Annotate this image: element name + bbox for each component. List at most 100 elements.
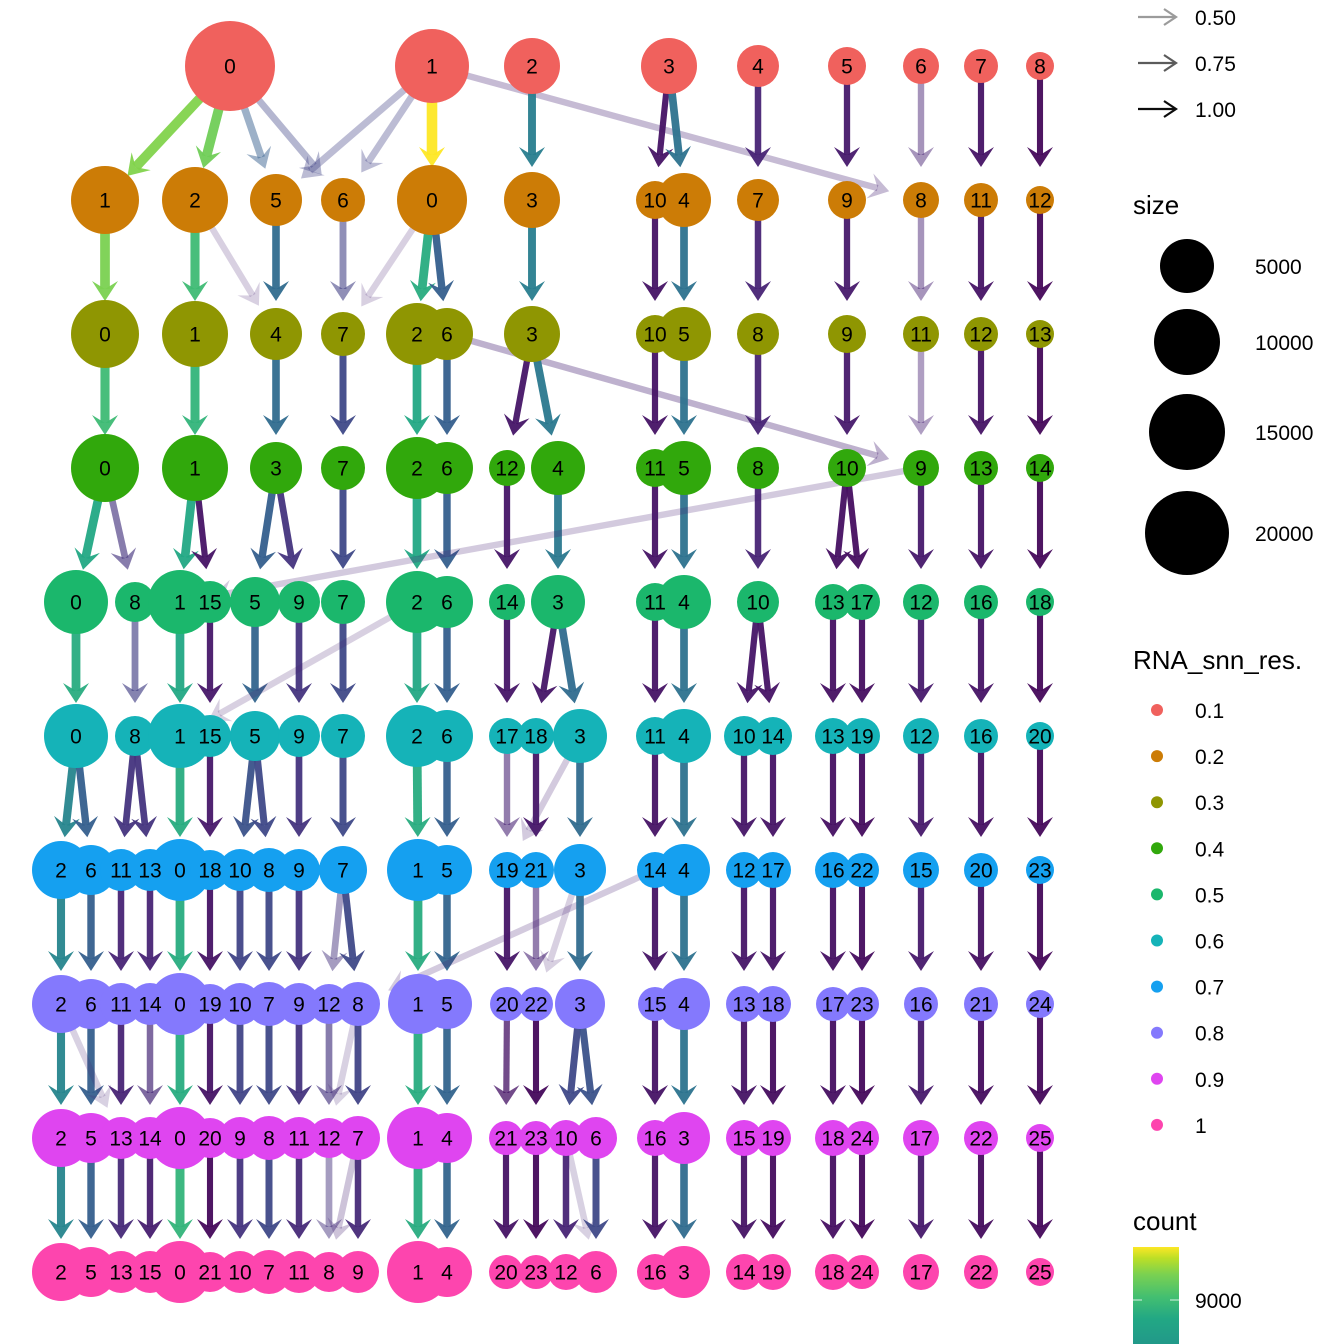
size-legend-label: 10000 xyxy=(1255,332,1313,355)
cluster-node xyxy=(230,711,280,761)
cluster-node-circle xyxy=(518,852,554,888)
cluster-node-circle xyxy=(421,710,473,762)
cluster-node xyxy=(162,435,228,501)
cluster-node-circle xyxy=(845,1121,879,1155)
edge-arrow xyxy=(1027,1138,1053,1239)
cluster-node-circle xyxy=(100,1117,142,1159)
cluster-node-label: 3 xyxy=(574,994,586,1017)
cluster-node xyxy=(489,450,525,486)
cluster-node xyxy=(845,1255,879,1289)
cluster-node xyxy=(504,38,560,94)
cluster-node xyxy=(755,1254,791,1290)
cluster-node xyxy=(964,49,998,83)
cluster-node-label: 1 xyxy=(426,56,438,79)
cluster-node-circle xyxy=(250,442,302,494)
edge-arrowhead xyxy=(731,817,757,837)
edge-arrowhead xyxy=(908,1085,934,1105)
resolution-legend-label: 0.3 xyxy=(1195,792,1224,815)
cluster-node-label: 6 xyxy=(441,324,453,347)
edge-arrowhead xyxy=(908,147,934,167)
cluster-node xyxy=(489,852,525,888)
cluster-node-label: 19 xyxy=(761,1128,784,1151)
cluster-node-circle xyxy=(724,716,764,756)
cluster-node xyxy=(1026,1124,1054,1152)
cluster-node xyxy=(518,852,554,888)
cluster-node-label: 20 xyxy=(495,994,518,1017)
cluster-node-circle xyxy=(71,166,139,234)
cluster-node-circle xyxy=(903,450,939,486)
edge-arrow xyxy=(1027,602,1053,703)
cluster-node xyxy=(100,849,142,891)
cluster-node-circle xyxy=(422,979,472,1029)
cluster-node xyxy=(828,181,866,219)
edge-arrowhead xyxy=(760,817,786,837)
cluster-node xyxy=(190,984,230,1024)
cluster-node-label: 25 xyxy=(1028,1128,1051,1151)
cluster-node-label: 18 xyxy=(821,1262,844,1285)
edge-arrowhead xyxy=(108,1085,134,1105)
cluster-node-label: 8 xyxy=(263,860,275,883)
cluster-node-label: 14 xyxy=(138,994,162,1017)
cluster-node xyxy=(247,1116,291,1160)
edge-arrowhead xyxy=(503,413,530,436)
cluster-node xyxy=(504,172,560,228)
cluster-node-label: 17 xyxy=(909,1262,932,1285)
edge-arrowhead xyxy=(131,815,157,838)
edge-arrowhead xyxy=(167,951,193,971)
cluster-node-circle xyxy=(755,986,791,1022)
cluster-node-label: 13 xyxy=(1028,324,1051,347)
edge-arrowhead xyxy=(428,279,454,302)
cluster-node-circle xyxy=(190,850,230,890)
cluster-node-circle xyxy=(321,312,365,356)
cluster-node-label: 20 xyxy=(198,1128,221,1151)
cluster-node-label: 24 xyxy=(850,1262,874,1285)
cluster-node xyxy=(815,584,851,620)
cluster-node-circle xyxy=(149,1107,211,1169)
cluster-node-label: 2 xyxy=(411,458,423,481)
cluster-node xyxy=(815,1254,851,1290)
cluster-node-circle xyxy=(815,718,851,754)
cluster-node-circle xyxy=(657,575,711,629)
cluster-node xyxy=(115,716,155,756)
cluster-node xyxy=(1026,454,1054,482)
cluster-node-circle xyxy=(754,717,792,755)
edge-arrowhead xyxy=(968,415,994,435)
cluster-node-label: 22 xyxy=(969,1262,992,1285)
cluster-node xyxy=(755,852,791,888)
edge-arrowhead xyxy=(968,817,994,837)
edge-arrowhead xyxy=(256,1219,282,1239)
cluster-node-label: 11 xyxy=(644,458,666,481)
cluster-node xyxy=(964,183,998,217)
cluster-node xyxy=(657,173,711,227)
cluster-node-circle xyxy=(903,182,939,218)
cluster-node-circle xyxy=(575,1251,617,1293)
cluster-node xyxy=(422,979,472,1029)
cluster-node-circle xyxy=(1026,52,1054,80)
cluster-node-label: 6 xyxy=(590,1128,602,1151)
cluster-node-label: 14 xyxy=(761,726,785,749)
cluster-node-circle xyxy=(190,1252,230,1292)
cluster-node-label: 3 xyxy=(663,56,675,79)
cluster-node-label: 4 xyxy=(441,1262,453,1285)
cluster-node xyxy=(815,852,851,888)
count-legend-label: 9000 xyxy=(1195,1290,1242,1313)
cluster-node-label: 20 xyxy=(1028,726,1051,749)
cluster-node-circle xyxy=(162,301,228,367)
cluster-node xyxy=(575,1251,617,1293)
edge-arrowhead xyxy=(286,683,312,703)
cluster-node-label: 13 xyxy=(138,860,161,883)
edge-arrowhead xyxy=(167,683,193,703)
cluster-node xyxy=(190,1252,230,1292)
edge-arrowhead xyxy=(298,151,322,175)
edge-arrowhead xyxy=(48,1219,74,1239)
cluster-node-label: 11 xyxy=(970,190,992,213)
resolution-legend-label: 0.9 xyxy=(1195,1069,1224,1092)
edge-arrowhead xyxy=(182,281,208,301)
cluster-node-circle xyxy=(903,48,939,84)
cluster-node xyxy=(903,852,939,888)
cluster-node xyxy=(755,1120,791,1156)
cluster-node xyxy=(247,982,291,1026)
cluster-node xyxy=(66,845,116,895)
resolution-legend-key xyxy=(1151,1026,1163,1039)
cluster-node-label: 25 xyxy=(1028,1262,1051,1285)
